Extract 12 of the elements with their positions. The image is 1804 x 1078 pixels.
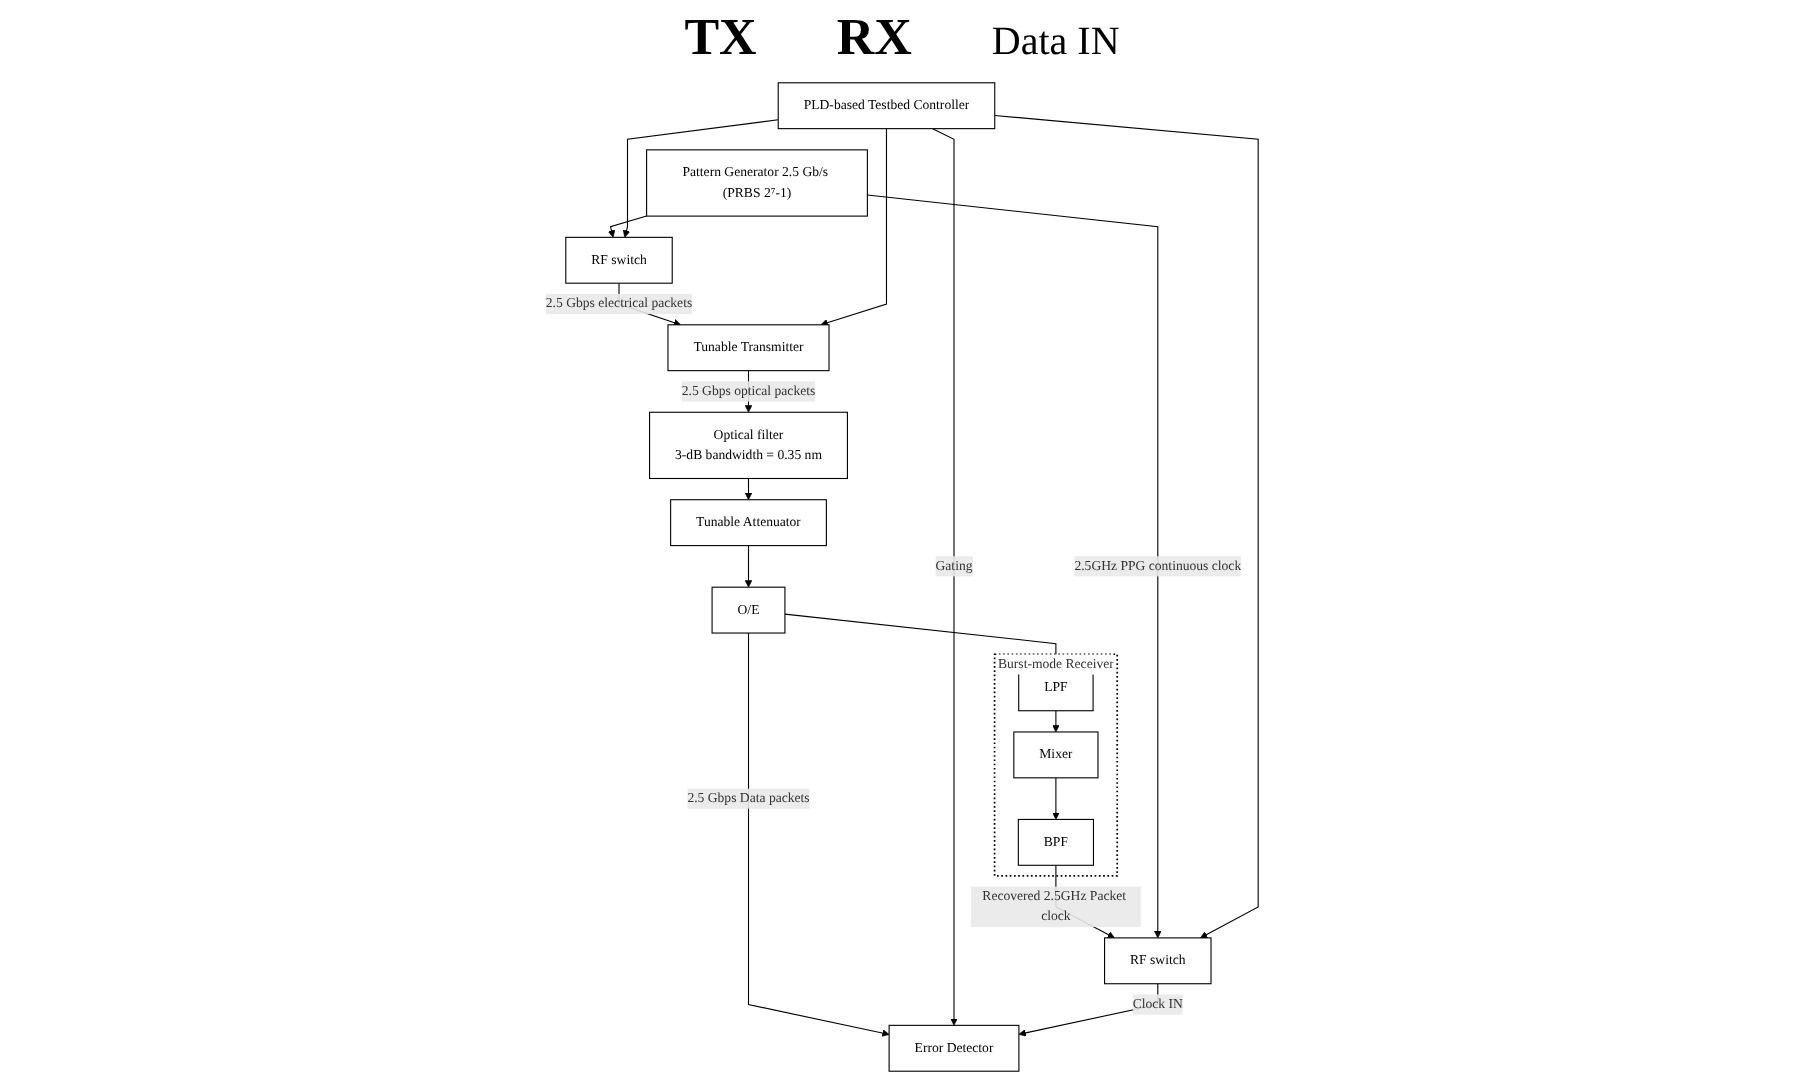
port-label: Data IN (991, 20, 1120, 66)
section-heading: TX (684, 8, 757, 68)
arrow (744, 477, 753, 501)
arrow (820, 128, 888, 327)
arrow (607, 215, 648, 238)
section-heading: RX (836, 8, 912, 68)
arrow (932, 128, 958, 1026)
arrow (1052, 710, 1060, 733)
arrow (622, 119, 779, 238)
arrow (1052, 777, 1060, 820)
arrow (747, 632, 890, 1037)
arrow (744, 545, 753, 588)
